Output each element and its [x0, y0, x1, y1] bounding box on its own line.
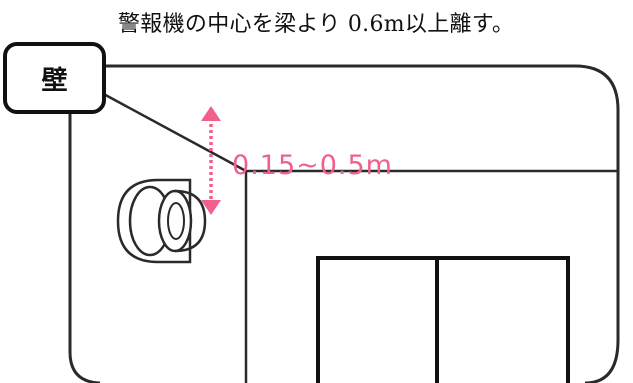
room-left-wall	[68, 110, 101, 383]
smoke-alarm-icon	[116, 178, 207, 264]
window	[316, 256, 570, 383]
wall-label: 壁	[41, 65, 68, 96]
room-outline	[95, 64, 620, 383]
ceiling-corner-line	[99, 90, 247, 173]
wall-label-box: 壁	[3, 42, 106, 114]
distance-label: 0.15~0.5m	[232, 150, 393, 181]
instruction-caption: 警報機の中心を梁より 0.6m以上離す。	[118, 12, 515, 37]
double-arrow-vertical-icon	[201, 106, 221, 215]
